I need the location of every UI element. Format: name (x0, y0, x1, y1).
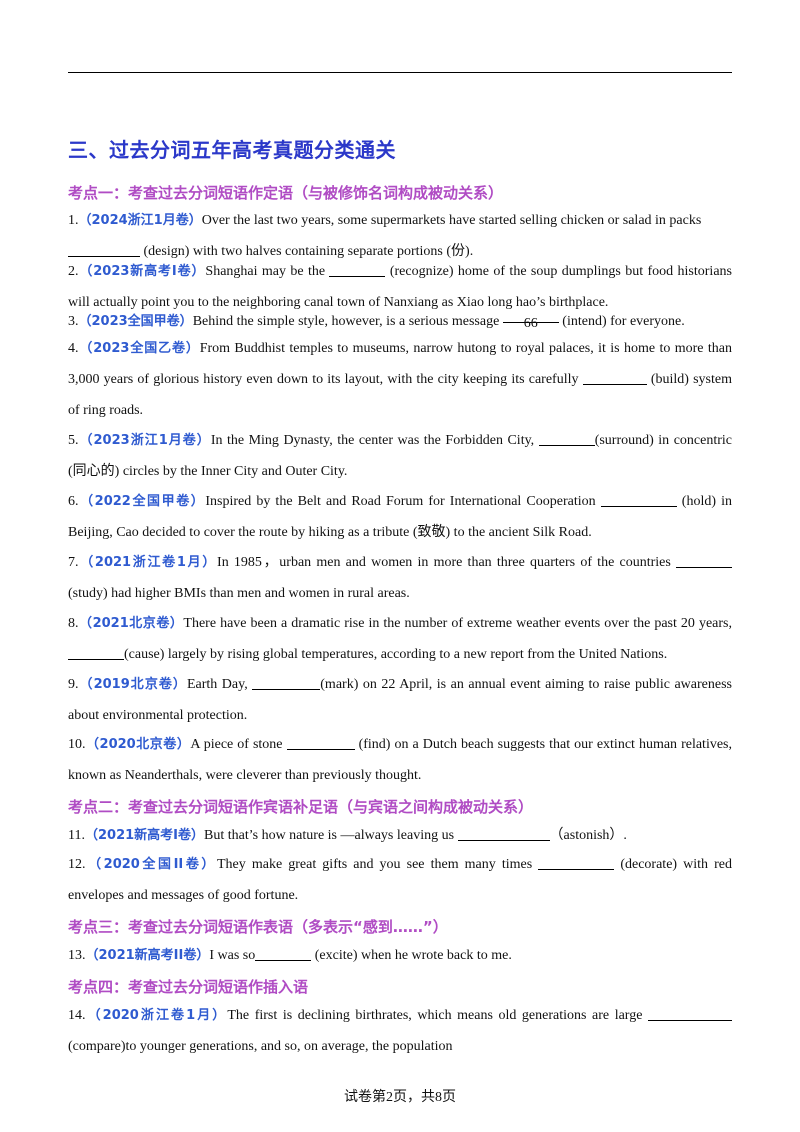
question-source: （2019北京卷） (78, 677, 187, 692)
question-source: （2020浙江卷1月） (85, 1008, 228, 1023)
answer-blank[interactable] (286, 735, 355, 750)
kaodian-4-heading: 考点四：考查过去分词短语作插入语 (68, 978, 309, 996)
question-4: 4.（2023全国乙卷）From Buddhist temples to mus… (68, 341, 732, 418)
answer-blank[interactable] (538, 855, 615, 870)
question-5: 5.（2023浙江1月卷）In the Ming Dynasty, the ce… (68, 431, 732, 479)
question-source: （2022全国甲卷） (78, 494, 206, 509)
answer-blank[interactable]: 66 (502, 308, 559, 331)
question-source: （2023新高考I卷） (78, 264, 206, 279)
answer-blank[interactable] (538, 431, 595, 446)
answer-blank[interactable] (68, 242, 140, 257)
question-13: 13.（2021新高考II卷）I was so (excite) when he… (68, 946, 512, 963)
kaodian-3-heading: 考点三：考查过去分词短语作表语（多表示“感到……”） (68, 918, 448, 936)
question-source: （2021新高考I卷） (84, 828, 205, 843)
question-10: 10.（2020北京卷）A piece of stone (find) on a… (68, 735, 732, 783)
question-source: （2023全国乙卷） (78, 341, 200, 356)
question-9: 9.（2019北京卷）Earth Day, (mark) on 22 April… (68, 675, 732, 723)
question-8: 8.（2021北京卷）There have been a dramatic ri… (68, 616, 732, 662)
question-source: （2020全国II卷） (85, 857, 218, 872)
page-footer: 试卷第2页，共8页 (344, 1090, 456, 1105)
answer-blank[interactable] (676, 553, 732, 568)
question-source: （2021浙江卷1月） (78, 555, 218, 570)
answer-blank[interactable] (582, 370, 647, 385)
question-source: （2023浙江1月卷） (78, 433, 211, 448)
answer-blank[interactable] (329, 262, 386, 277)
section-title: 三、过去分词五年高考真题分类通关 (68, 138, 396, 162)
question-source: （2024浙江1月卷） (78, 213, 202, 228)
kaodian-1-heading: 考点一：考查过去分词短语作定语（与被修饰名词构成被动关系） (68, 184, 504, 202)
question-source: （2021北京卷） (78, 616, 184, 631)
question-2: 2.（2023新高考I卷）Shanghai may be the (recogn… (68, 262, 732, 310)
question-source: （2020北京卷） (85, 737, 191, 752)
question-7: 7.（2021浙江卷1月）In 1985，urban men and women… (68, 547, 732, 609)
question-1: 1.（2024浙江1月卷）Over the last two years, so… (68, 213, 702, 259)
question-11: 11.（2021新高考I卷）But that’s how nature is —… (68, 826, 627, 843)
header-rule (68, 72, 732, 73)
question-source: （2023全国甲卷） (78, 314, 193, 329)
answer-blank[interactable] (68, 645, 124, 660)
answer-blank[interactable] (252, 675, 321, 690)
kaodian-2-heading: 考点二：考查过去分词短语作宾语补足语（与宾语之间构成被动关系） (68, 798, 534, 816)
answer-blank[interactable] (255, 946, 312, 961)
question-source: （2021新高考II卷） (85, 948, 210, 963)
question-6: 6.（2022全国甲卷）Inspired by the Belt and Roa… (68, 492, 732, 540)
answer-blank[interactable] (648, 1006, 732, 1021)
question-12: 12.（2020全国II卷）They make great gifts and … (68, 855, 732, 903)
answer-blank[interactable] (457, 826, 550, 841)
question-3: 3.（2023全国甲卷）Behind the simple style, how… (68, 306, 732, 337)
question-14: 14.（2020浙江卷1月）The first is declining bir… (68, 1000, 732, 1062)
answer-blank[interactable] (600, 492, 677, 507)
